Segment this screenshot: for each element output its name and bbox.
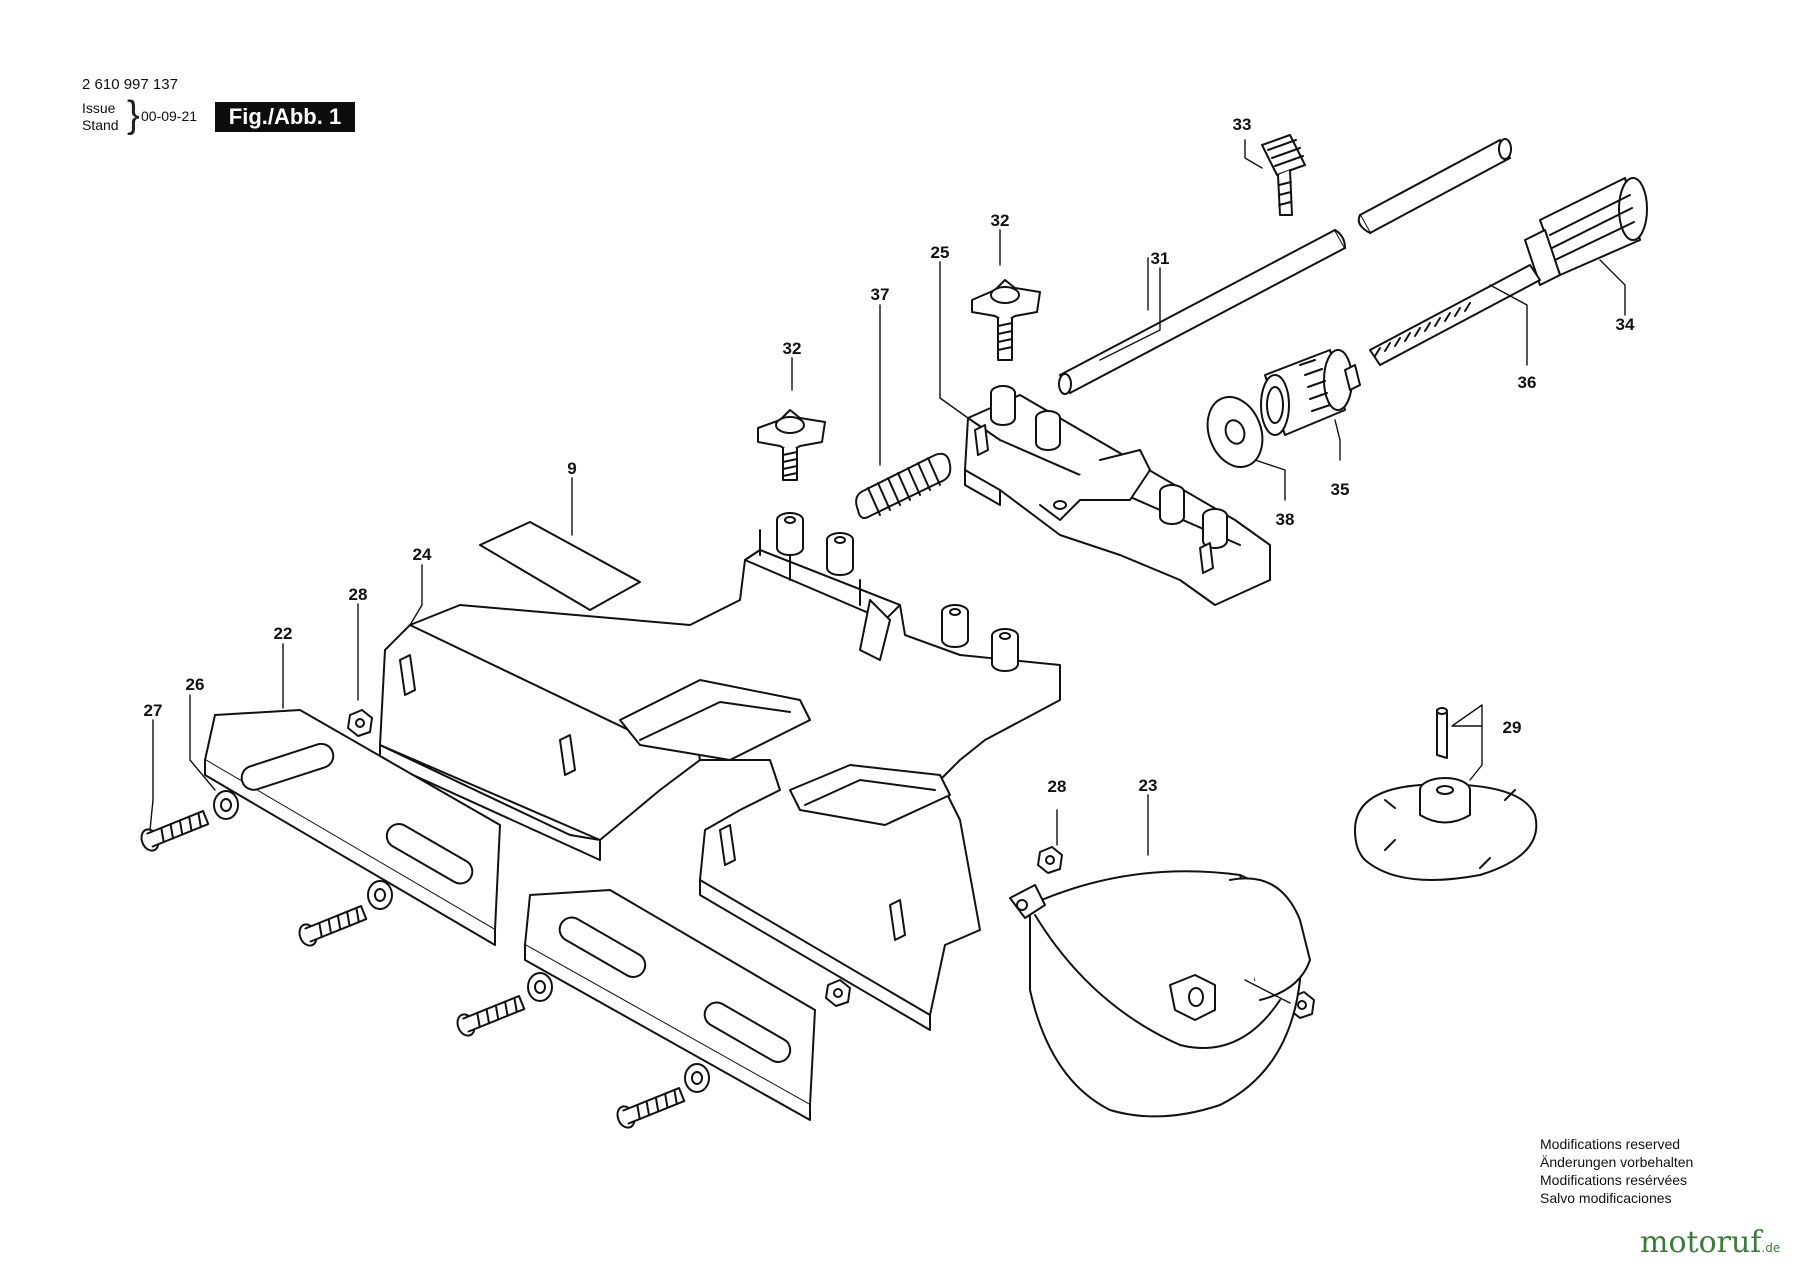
callout-25: 25 bbox=[931, 243, 950, 262]
issue-label: Issue bbox=[82, 100, 116, 116]
screws-part-27 bbox=[140, 810, 686, 1129]
callout-28a: 28 bbox=[349, 585, 368, 604]
callout-labels: 9 22 23 24 25 26 27 28 28 29 31 32 32 33… bbox=[144, 115, 1635, 796]
threaded-rod-part-36 bbox=[1369, 264, 1541, 366]
wing-screw-part-32-left bbox=[757, 409, 826, 481]
callout-28b: 28 bbox=[1048, 777, 1067, 796]
sleeve-nut-part-35 bbox=[1260, 349, 1361, 436]
note-line: Änderungen vorbehalten bbox=[1540, 1154, 1694, 1170]
label-plate-part-9 bbox=[479, 521, 641, 611]
base-plate-part-24 bbox=[379, 512, 1061, 1031]
callout-9: 9 bbox=[567, 459, 576, 478]
callout-23: 23 bbox=[1139, 776, 1158, 795]
note-line: Modifications reserved bbox=[1540, 1136, 1681, 1152]
chip-guard-part-23 bbox=[1009, 870, 1311, 1118]
modification-notes: Modifications reserved Änderungen vorbeh… bbox=[1540, 1135, 1693, 1207]
guide-rod-part-31 bbox=[1058, 138, 1512, 395]
note-line: Salvo modificaciones bbox=[1540, 1190, 1672, 1206]
callout-34: 34 bbox=[1616, 315, 1635, 334]
callout-35: 35 bbox=[1331, 480, 1350, 499]
brace-symbol: } bbox=[127, 94, 140, 136]
callout-24: 24 bbox=[413, 545, 432, 564]
callout-32b: 32 bbox=[991, 211, 1010, 230]
adjusting-knob-part-34 bbox=[1524, 177, 1648, 286]
circle-guide-part-29 bbox=[1354, 707, 1538, 881]
nuts-part-28 bbox=[347, 709, 1315, 1019]
leader-lines bbox=[149, 139, 1626, 1004]
watermark-logo: motoruf.de bbox=[1640, 1225, 1780, 1260]
callout-22: 22 bbox=[274, 624, 293, 643]
note-line: Modifications resérvées bbox=[1540, 1172, 1688, 1188]
figure-label: Fig./Abb. 1 bbox=[215, 102, 355, 132]
slide-bracket-part-25 bbox=[964, 385, 1271, 606]
thumb-screw-part-33 bbox=[1261, 134, 1306, 216]
callout-33: 33 bbox=[1233, 115, 1252, 134]
callout-29: 29 bbox=[1503, 718, 1522, 737]
callout-37: 37 bbox=[871, 285, 890, 304]
issue-date: 00-09-21 bbox=[141, 108, 198, 124]
part-number: 2 610 997 137 bbox=[82, 76, 178, 93]
watermark-tld: .de bbox=[1761, 1241, 1781, 1255]
washers-part-26 bbox=[213, 790, 710, 1093]
washer-part-38 bbox=[1206, 396, 1264, 468]
callout-36: 36 bbox=[1518, 373, 1537, 392]
callout-27: 27 bbox=[144, 701, 163, 720]
callout-31: 31 bbox=[1151, 249, 1170, 268]
angle-plate-part-22 bbox=[204, 709, 501, 946]
callout-26: 26 bbox=[186, 675, 205, 694]
wing-screw-part-32-right bbox=[971, 279, 1041, 361]
callout-38: 38 bbox=[1276, 510, 1295, 529]
angle-plate-right bbox=[524, 889, 816, 1121]
watermark-brand: motoruf bbox=[1640, 1225, 1762, 1260]
callout-32a: 32 bbox=[783, 339, 802, 358]
compression-spring-part-37 bbox=[855, 452, 952, 519]
stand-label: Stand bbox=[82, 117, 119, 133]
